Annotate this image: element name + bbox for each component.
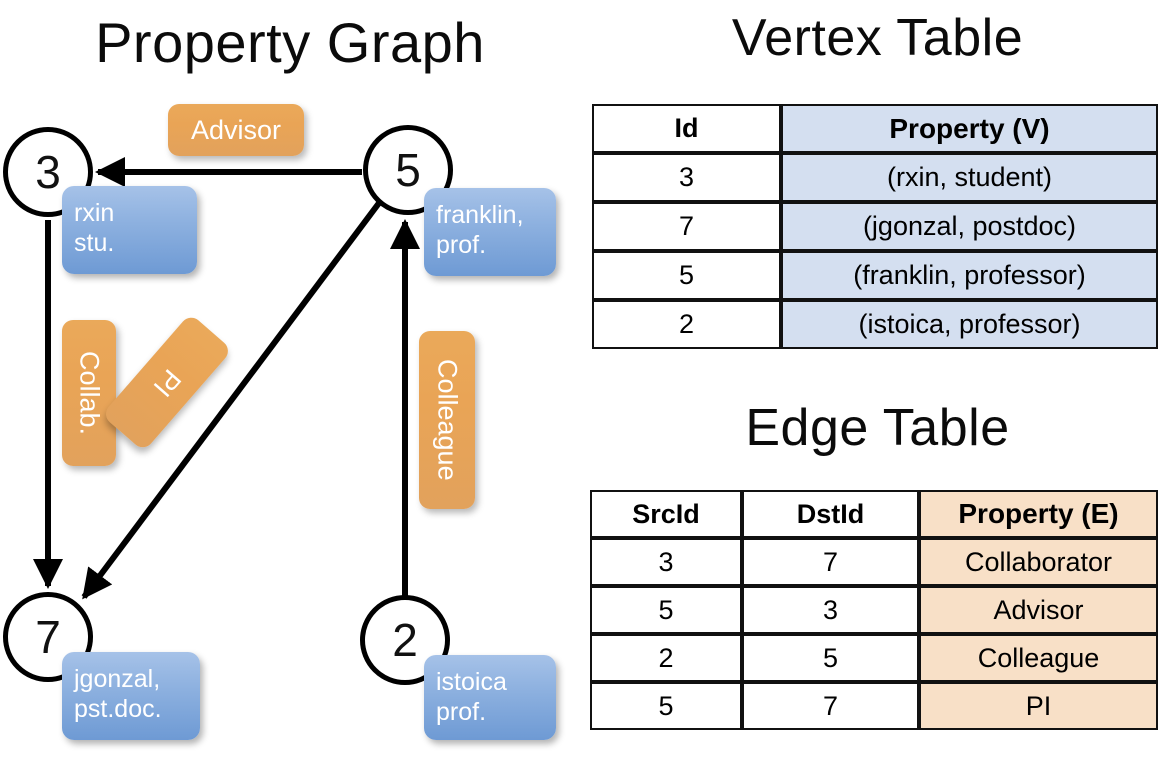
table-row: 3 (rxin, student): [592, 153, 1158, 202]
graph-node-5[interactable]: 5: [363, 125, 453, 215]
edge-cell-dstid: 7: [742, 538, 919, 586]
vertex-cell-id: 3: [592, 153, 781, 202]
edge-cell-property: Collaborator: [919, 538, 1158, 586]
edge-table-header-property: Property (E): [919, 490, 1158, 538]
vertex-cell-id: 5: [592, 251, 781, 300]
node-property-line: jgonzal,: [74, 665, 161, 693]
vertex-table-header-property: Property (V): [781, 104, 1158, 153]
edge-line-pi: [81, 201, 382, 600]
node-property-box-7: jgonzal, pst.doc.: [62, 652, 200, 740]
node-property-line: pst.doc.: [74, 695, 162, 723]
edge-label-box-colleague: Colleague: [419, 331, 475, 509]
table-row: 2 (istoica, professor): [592, 300, 1158, 349]
vertex-cell-id: 7: [592, 202, 781, 251]
section-title-edge-table: Edge Table: [745, 399, 1010, 457]
table-header-row: Id Property (V): [592, 104, 1158, 153]
property-graph-diagram: 3 5 7 2 rxin stu. franklin, prof. jgonza…: [3, 104, 556, 740]
edge-label-text: Collab.: [74, 350, 105, 436]
page-title-property-graph: Property Graph: [95, 11, 485, 74]
node-property-box-2: istoica prof.: [424, 655, 556, 740]
edge-cell-property: Advisor: [919, 586, 1158, 634]
node-property-line: rxin: [74, 199, 115, 227]
edge-cell-dstid: 7: [742, 682, 919, 730]
edge-cell-srcid: 3: [590, 538, 742, 586]
edge-table-header-dstid: DstId: [742, 490, 919, 538]
edge-label-text: Advisor: [190, 114, 282, 145]
edge-cell-property: Colleague: [919, 634, 1158, 682]
vertex-table: Id Property (V) 3 (rxin, student) 7 (jgo…: [592, 104, 1158, 349]
graph-edge-lines: [33, 157, 420, 600]
table-row: 5 7 PI: [590, 682, 1158, 730]
vertex-cell-property: (rxin, student): [781, 153, 1158, 202]
graph-node-5-label: 5: [395, 144, 421, 196]
table-row: 3 7 Collaborator: [590, 538, 1158, 586]
node-property-line: prof.: [436, 231, 487, 259]
edge-cell-dstid: 3: [742, 586, 919, 634]
graph-node-2-label: 2: [392, 614, 418, 666]
table-row: 2 5 Colleague: [590, 634, 1158, 682]
node-property-line: prof.: [436, 698, 487, 726]
table-header-row: SrcId DstId Property (E): [590, 490, 1158, 538]
table-row: 7 (jgonzal, postdoc): [592, 202, 1158, 251]
table-row: 5 (franklin, professor): [592, 251, 1158, 300]
vertex-table-header-id: Id: [592, 104, 781, 153]
graph-node-2[interactable]: 2: [360, 595, 450, 685]
section-title-vertex-table: Vertex Table: [731, 9, 1024, 67]
node-property-line: franklin,: [436, 201, 524, 229]
vertex-cell-property: (franklin, professor): [781, 251, 1158, 300]
edge-cell-srcid: 5: [590, 682, 742, 730]
node-property-box-5: franklin, prof.: [424, 188, 556, 276]
edge-cell-property: PI: [919, 682, 1158, 730]
edge-table: SrcId DstId Property (E) 3 7 Collaborato…: [590, 490, 1158, 730]
vertex-cell-property: (jgonzal, postdoc): [781, 202, 1158, 251]
graph-node-3-label: 3: [35, 146, 61, 198]
edge-label-box-collab: Collab.: [62, 320, 116, 466]
edge-cell-srcid: 5: [590, 586, 742, 634]
edge-table-header-srcid: SrcId: [590, 490, 742, 538]
edge-label-text: PI: [147, 363, 188, 403]
table-row: 5 3 Advisor: [590, 586, 1158, 634]
edge-label-text: Colleague: [432, 359, 463, 481]
edge-cell-srcid: 2: [590, 634, 742, 682]
vertex-cell-id: 2: [592, 300, 781, 349]
edge-cell-dstid: 5: [742, 634, 919, 682]
node-property-box-3: rxin stu.: [62, 186, 197, 274]
node-property-line: istoica: [436, 668, 507, 696]
node-property-line: stu.: [74, 229, 115, 257]
graph-node-7-label: 7: [35, 611, 61, 663]
edge-label-box-advisor: Advisor: [168, 104, 304, 156]
vertex-cell-property: (istoica, professor): [781, 300, 1158, 349]
